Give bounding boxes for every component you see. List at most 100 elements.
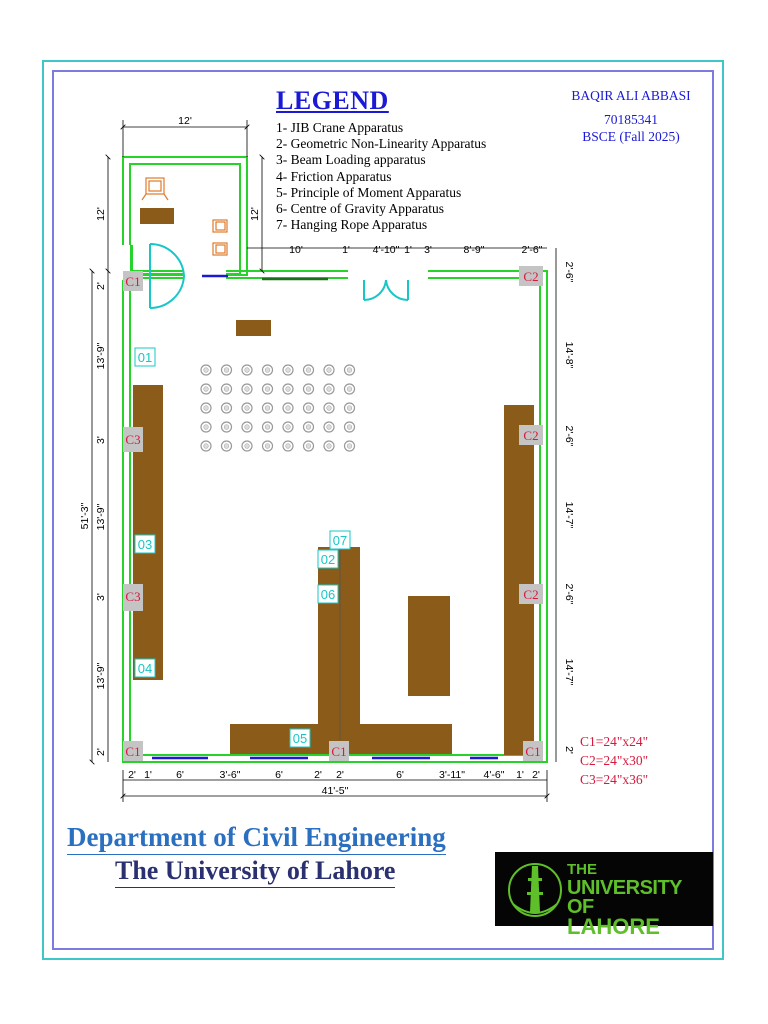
- svg-text:1': 1': [516, 769, 524, 781]
- inner-frame: [52, 70, 714, 950]
- column-label: C2: [523, 269, 538, 284]
- column-size-key: C1=24"x24" C2=24"x30" C3=24"x36": [580, 732, 648, 789]
- column-c1: [123, 271, 143, 291]
- svg-text:3'-11": 3'-11": [439, 769, 465, 781]
- svg-text:2': 2': [128, 769, 136, 781]
- legend-item: 5- Principle of Moment Apparatus: [276, 184, 462, 200]
- column-c2: [519, 425, 543, 445]
- svg-text:3': 3': [424, 244, 432, 256]
- workbenches: [133, 385, 534, 755]
- tag-05: 05: [293, 731, 307, 746]
- legend-title: LEGEND: [276, 86, 389, 115]
- tag-01: 01: [138, 350, 152, 365]
- logo-line-1: THE: [567, 861, 597, 878]
- svg-text:13'-9": 13'-9": [95, 503, 107, 530]
- svg-text:2': 2': [95, 748, 107, 756]
- column-c3: [123, 584, 143, 611]
- svg-text:6': 6': [396, 769, 404, 781]
- column-label: C3: [125, 589, 140, 604]
- svg-text:14'-8": 14'-8": [563, 342, 575, 369]
- column-c1: [123, 741, 143, 761]
- department-title: Department of Civil Engineering: [67, 822, 446, 855]
- author-id: 70185341: [604, 112, 658, 127]
- column-c2: [519, 584, 543, 604]
- office-door: [149, 242, 186, 310]
- tag-04: 04: [138, 661, 152, 676]
- svg-text:1': 1': [144, 769, 152, 781]
- svg-text:12': 12': [95, 207, 107, 221]
- svg-text:2': 2': [314, 769, 322, 781]
- svg-text:10': 10': [289, 244, 303, 256]
- svg-text:12': 12': [249, 207, 261, 221]
- legend-item: 1- JIB Crane Apparatus: [276, 120, 404, 135]
- column-label: C2: [523, 428, 538, 443]
- legend-item: 4- Friction Apparatus: [276, 168, 392, 184]
- windows: [152, 274, 498, 760]
- logo-line-2: UNIVERSITY OF: [567, 877, 682, 918]
- legend-item: 7- Hanging Rope Apparatus: [276, 217, 428, 233]
- svg-text:51'-3": 51'-3": [79, 502, 91, 529]
- svg-text:14'-7": 14'-7": [563, 659, 575, 686]
- teacher-table: [236, 320, 271, 336]
- column-label: C1: [125, 274, 140, 289]
- legend-item: 6- Centre of Gravity Apparatus: [276, 201, 444, 217]
- svg-text:2': 2': [532, 769, 540, 781]
- svg-text:13'-9": 13'-9": [95, 342, 107, 369]
- svg-text:1': 1': [404, 244, 412, 256]
- seat-grid: [200, 364, 356, 452]
- svg-text:8'-9": 8'-9": [464, 244, 485, 256]
- legend-list: 1- JIB Crane Apparatus 2- Geometric Non-…: [276, 120, 486, 233]
- legend-item: 2- Geometric Non-Linearity Apparatus: [276, 136, 487, 152]
- size-c1: C1=24"x24": [580, 734, 649, 749]
- column-c1: [523, 741, 543, 761]
- svg-text:6': 6': [176, 769, 184, 781]
- column-c3: [123, 427, 143, 452]
- university-title: The University of Lahore: [115, 856, 396, 888]
- svg-text:2': 2': [563, 746, 575, 754]
- column-label: C1: [331, 744, 346, 759]
- svg-text:2'-6": 2'-6": [563, 426, 575, 447]
- university-logo: THE UNIVERSITY OF LAHORE: [495, 852, 713, 938]
- column-label: C2: [523, 587, 538, 602]
- tag-07: 07: [333, 533, 347, 548]
- tag-06: 06: [321, 587, 335, 602]
- outer-frame: [42, 60, 724, 960]
- tag-03: 03: [138, 537, 152, 552]
- size-c3: C3=24"x36": [580, 772, 649, 787]
- svg-text:14'-7": 14'-7": [563, 502, 575, 529]
- right-bench: [504, 405, 534, 755]
- logo-line-3: LAHORE: [567, 914, 660, 939]
- svg-text:3': 3': [95, 436, 107, 444]
- svg-text:1': 1': [342, 244, 350, 256]
- svg-text:2'-6": 2'-6": [563, 584, 575, 605]
- minar-logo-icon: [508, 863, 562, 917]
- svg-text:2'-6": 2'-6": [563, 262, 575, 283]
- columns: C1 C2 C3 C2 C3 C2 C1 C1 C1: [123, 266, 543, 761]
- office-furniture: [140, 177, 271, 336]
- author-program: BSCE (Fall 2025): [582, 129, 680, 144]
- column-label: C1: [125, 744, 140, 759]
- column-c2: [519, 266, 543, 286]
- apparatus-tags: 01 02 03 04 05 06 07: [134, 347, 351, 748]
- svg-text:6': 6': [275, 769, 283, 781]
- tag-02: 02: [321, 552, 335, 567]
- svg-text:4'-10": 4'-10": [373, 244, 400, 256]
- column-label: C3: [125, 432, 140, 447]
- author-block: BAQIR ALI ABBASI 70185341 BSCE (Fall 202…: [556, 88, 706, 146]
- center-bench: [318, 547, 360, 724]
- svg-text:2': 2': [95, 282, 107, 290]
- office-chair: [141, 177, 169, 201]
- visitor-chairs: [212, 219, 228, 256]
- column-c1: [329, 741, 349, 761]
- small-table: [408, 596, 450, 696]
- dimension-lines: [92, 120, 557, 802]
- svg-text:2'-6": 2'-6": [522, 244, 543, 256]
- svg-text:12': 12': [178, 115, 192, 127]
- column-label: C1: [525, 744, 540, 759]
- hall-wall-outer: [122, 270, 548, 763]
- doors: [149, 242, 409, 310]
- svg-text:3'-6": 3'-6": [220, 769, 241, 781]
- dimension-labels: 12' 12' 12' 10' 1' 4'-10" 1' 3' 8'-9" 2'…: [79, 115, 575, 797]
- legend-item: 3- Beam Loading apparatus: [276, 152, 426, 168]
